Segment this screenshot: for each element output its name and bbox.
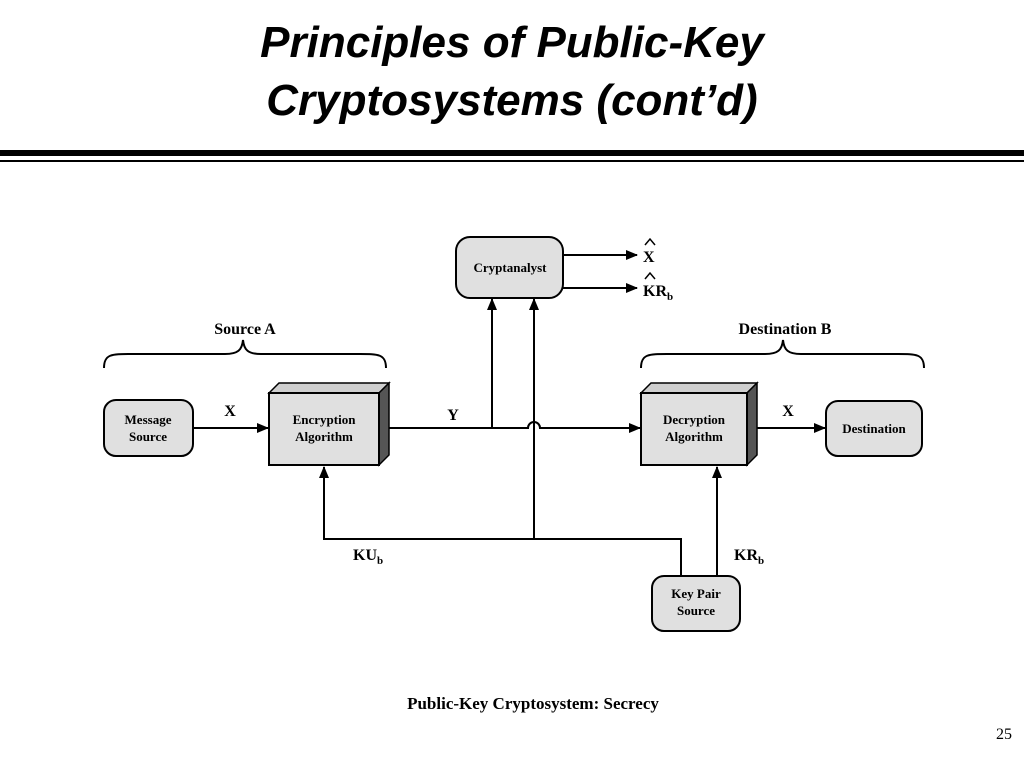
key-pair-source-label-1: Key Pair [671, 586, 721, 601]
est-key-hat [644, 271, 656, 280]
edge-public-key [319, 466, 682, 576]
destination-b-label: Destination B [739, 321, 832, 338]
private-key-label: KRb [734, 547, 764, 567]
private-key-subscript: b [758, 555, 764, 567]
key-pair-source-label-2: Source [677, 603, 715, 618]
title-divider-thin [0, 160, 1024, 162]
public-key-text: KU [353, 547, 377, 564]
encryption-label-1: Encryption [293, 412, 357, 427]
destination-node [825, 400, 923, 457]
est-key-subscript: b [667, 291, 673, 303]
est-key-text: KR [643, 283, 667, 300]
encryption-algorithm-node [267, 381, 391, 467]
est-key-label: KRb [643, 283, 673, 303]
edge-encryption-to-decryption [389, 421, 641, 433]
diagram-caption: Public-Key Cryptosystem: Secrecy [407, 694, 659, 713]
decryption-label-1: Decryption [663, 412, 726, 427]
destination-label: Destination [842, 421, 906, 436]
cryptanalyst-node [455, 236, 564, 299]
est-plaintext-label: X [643, 249, 655, 266]
est-plaintext-hat [644, 237, 656, 246]
plaintext-label: X [224, 403, 236, 420]
page-number: 25 [996, 726, 1012, 743]
slide-title: Principles of Public-Key Cryptosystems (… [0, 14, 1024, 130]
title-divider-thick [0, 150, 1024, 156]
destination-b-brace [640, 339, 925, 369]
ciphertext-label: Y [447, 407, 459, 424]
message-source-node [103, 399, 194, 457]
message-source-label-2: Source [129, 429, 167, 444]
decryption-label-2: Algorithm [665, 429, 723, 444]
message-source-label-1: Message [125, 412, 172, 427]
source-a-brace [103, 339, 387, 369]
slide-title-line-1: Principles of Public-Key [260, 18, 764, 67]
encryption-label-2: Algorithm [295, 429, 353, 444]
cryptanalyst-label: Cryptanalyst [474, 260, 548, 275]
plaintext-out-label: X [782, 403, 794, 420]
decryption-algorithm-node [639, 381, 759, 467]
private-key-text: KR [734, 547, 758, 564]
slide-title-line-2: Cryptosystems (cont’d) [266, 76, 758, 125]
key-pair-source-node [651, 575, 741, 632]
public-key-label: KUb [353, 547, 383, 567]
source-a-label: Source A [214, 321, 276, 338]
public-key-subscript: b [377, 555, 383, 567]
